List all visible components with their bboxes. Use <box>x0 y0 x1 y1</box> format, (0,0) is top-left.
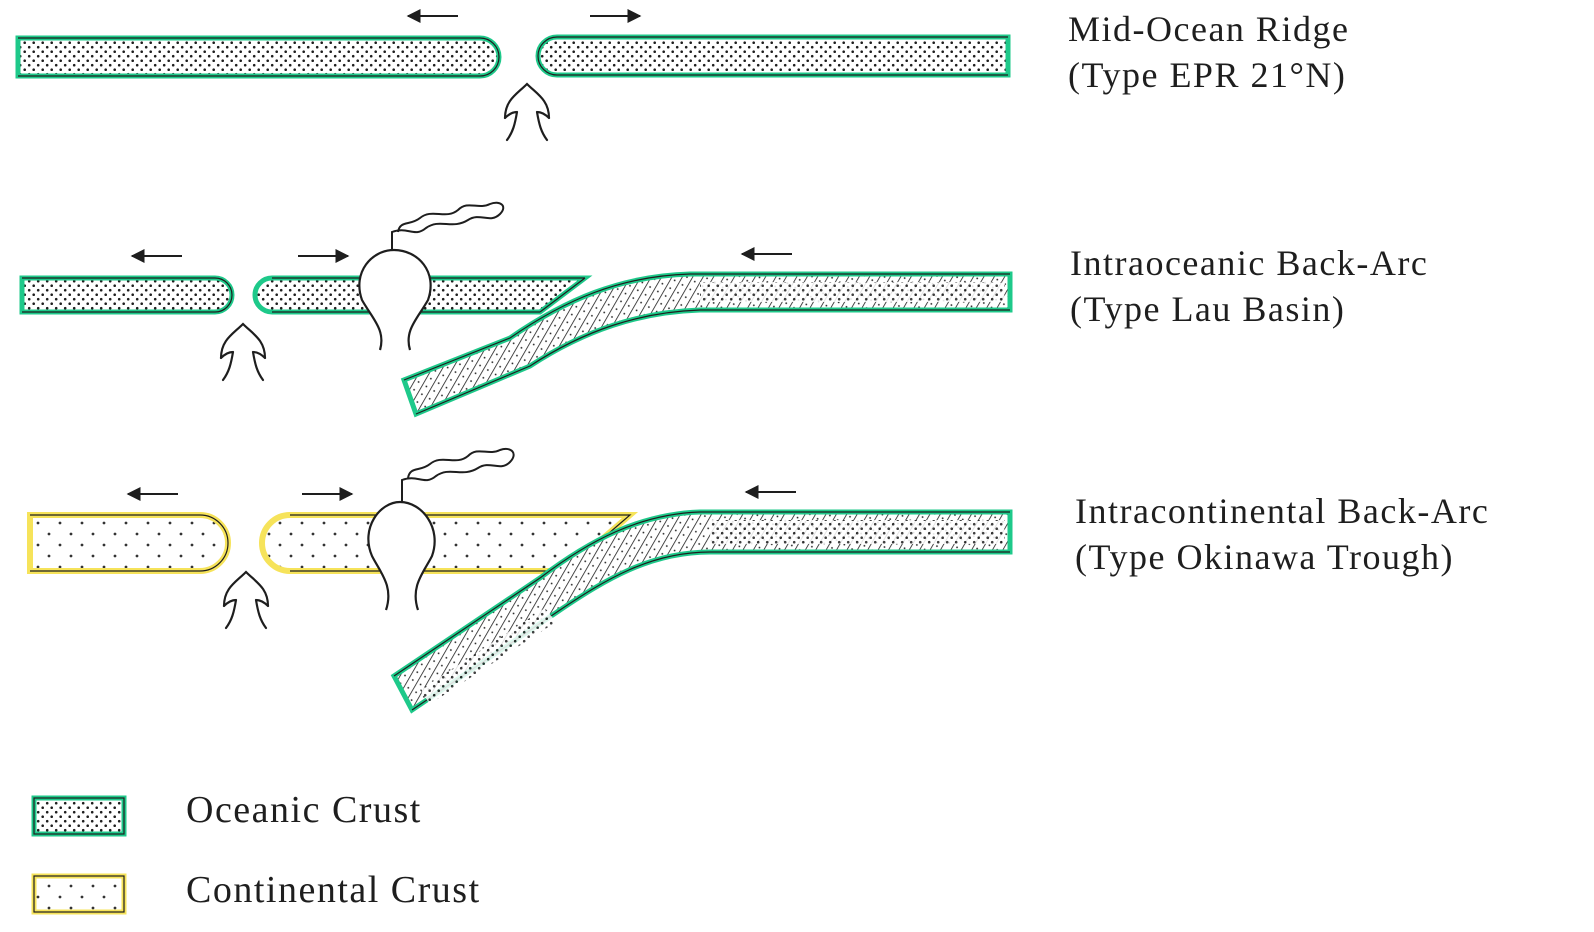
back-arc-plate-left <box>22 278 232 312</box>
legend-label-continental: Continental Crust <box>186 868 481 912</box>
panel-subtitle: (Type Okinawa Trough) <box>1075 534 1489 580</box>
legend-swatch-continental <box>34 876 124 912</box>
legend-swatch-oceanic <box>34 798 124 834</box>
legend-label-oceanic: Oceanic Crust <box>186 788 422 832</box>
oceanic-plate-left <box>18 38 499 76</box>
panel-title: Intraoceanic Back-Arc <box>1070 240 1428 286</box>
label-mid-ocean-ridge: Mid-Ocean Ridge (Type EPR 21°N) <box>1068 6 1349 98</box>
panel-title: Intracontinental Back-Arc <box>1075 488 1489 534</box>
upwelling-arrow-icon <box>505 84 549 140</box>
continental-plate-left <box>30 515 228 571</box>
upwelling-arrow-icon <box>224 572 268 628</box>
label-intraoceanic-back-arc: Intraoceanic Back-Arc (Type Lau Basin) <box>1070 240 1428 332</box>
panel-subtitle: (Type Lau Basin) <box>1070 286 1428 332</box>
panel-intraoceanic-back-arc <box>22 203 1010 414</box>
legend <box>34 798 124 912</box>
oceanic-plate-right <box>538 37 1008 75</box>
panel-title: Mid-Ocean Ridge <box>1068 6 1349 52</box>
panel-subtitle: (Type EPR 21°N) <box>1068 52 1349 98</box>
panel-intracontinental-back-arc <box>30 449 1010 710</box>
label-intracontinental-back-arc: Intracontinental Back-Arc (Type Okinawa … <box>1075 488 1489 580</box>
panel-mid-ocean-ridge <box>18 16 1008 140</box>
upwelling-arrow-icon <box>221 324 265 380</box>
